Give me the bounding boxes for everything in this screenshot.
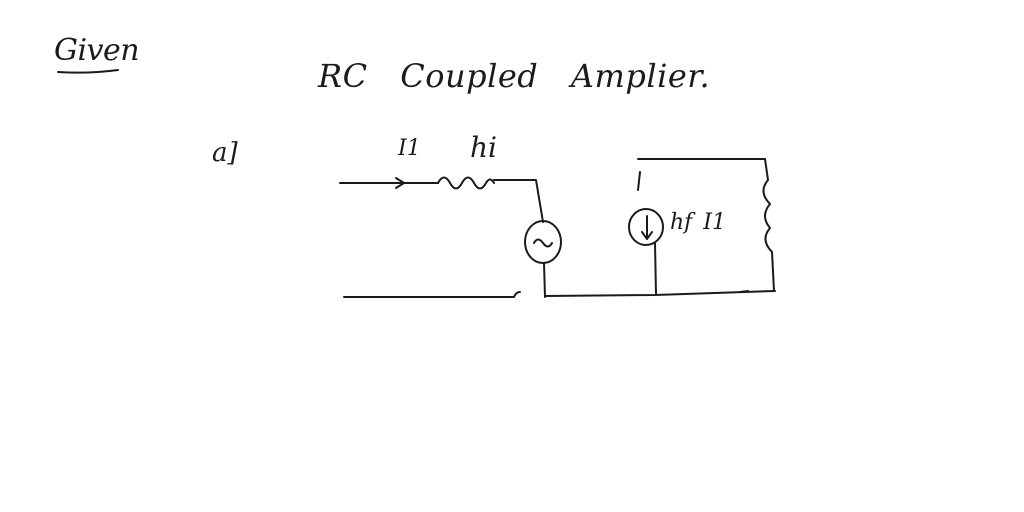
wire-to-voltage-source bbox=[493, 179, 544, 223]
wire-source-to-ground bbox=[543, 262, 546, 298]
input-current-label: I1 bbox=[398, 136, 421, 161]
bottom-rail-right bbox=[544, 290, 776, 297]
resistor-hi bbox=[437, 176, 495, 190]
input-resistance-label: hi bbox=[470, 131, 497, 164]
current-source-icon bbox=[628, 208, 664, 246]
given-underline bbox=[57, 69, 119, 74]
current-arrow-icon bbox=[395, 177, 405, 189]
load-resistor bbox=[762, 158, 775, 292]
page-title: RC Coupled Amplier. bbox=[318, 57, 711, 95]
current-source-arrow-head bbox=[641, 231, 653, 240]
output-left-tick bbox=[637, 171, 641, 191]
ac-tilde-icon bbox=[533, 238, 553, 248]
output-rail-stub bbox=[739, 290, 749, 293]
given-heading: Given bbox=[54, 33, 140, 68]
wire-current-source-to-rail bbox=[654, 242, 657, 295]
bottom-rail-hook bbox=[513, 291, 521, 298]
dependent-source-label: hf I1 bbox=[670, 210, 726, 235]
part-label: a] bbox=[212, 138, 238, 168]
